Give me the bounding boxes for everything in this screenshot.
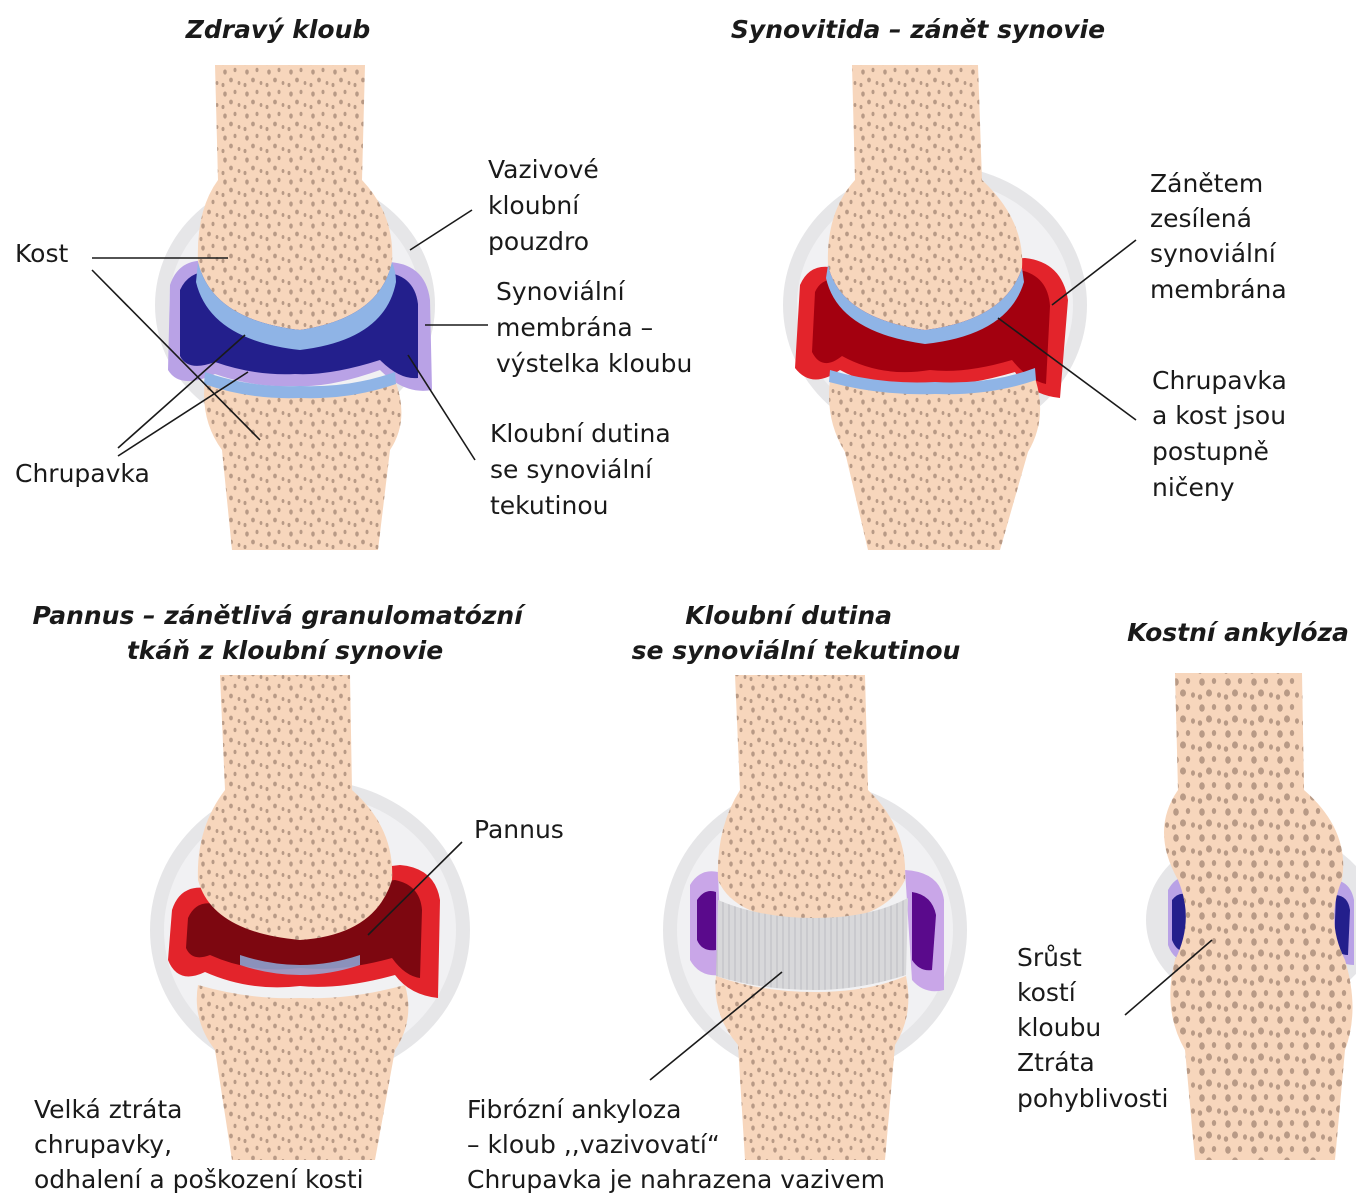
panel-healthy-title: Zdravý kloub xyxy=(185,15,371,44)
panel-fibrous-title: Kloubní dutina se synoviální tekutinou xyxy=(632,601,961,665)
panel-pannus-title: Pannus – zánětlivá granulomatózní tkáň z… xyxy=(32,601,531,665)
fibrous-pocket-left xyxy=(697,891,716,950)
label-thickened-membrane: Zánětem zesílená synoviální membrána xyxy=(1150,169,1287,304)
label-capsule: Vazivové kloubní pouzdro xyxy=(488,155,607,256)
label-cartilage: Chrupavka xyxy=(15,459,150,488)
label-bone: Kost xyxy=(15,239,68,268)
panel-fibrous-ankylosis: Kloubní dutina se synoviální tekutinou F… xyxy=(462,601,967,1195)
label-membrane: Synoviální membrána – výstelka kloubu xyxy=(496,277,692,378)
label-bone-fusion: Srůst kostí kloubu Ztráta pohyblivosti xyxy=(1017,943,1168,1113)
panel-healthy-joint: Zdravý kloub Kost Chrupavka Vazivové klo… xyxy=(15,15,692,550)
panel-bony-title: Kostní ankylóza xyxy=(1127,618,1349,647)
panel-bony-ankylosis: Kostní ankylóza Srůst kostí kloubu Ztrát… xyxy=(1017,618,1356,1160)
label-cavity: Kloubní dutina se synoviální tekutinou xyxy=(490,419,679,520)
label-pannus: Pannus xyxy=(474,815,564,844)
label-destroyed: Chrupavka a kost jsou postupně ničeny xyxy=(1152,366,1295,502)
panel-synovitis-title: Synovitida – zánět synovie xyxy=(731,15,1105,44)
panel-synovitis: Synovitida – zánět synovie Zánětem zesíl… xyxy=(731,15,1295,550)
